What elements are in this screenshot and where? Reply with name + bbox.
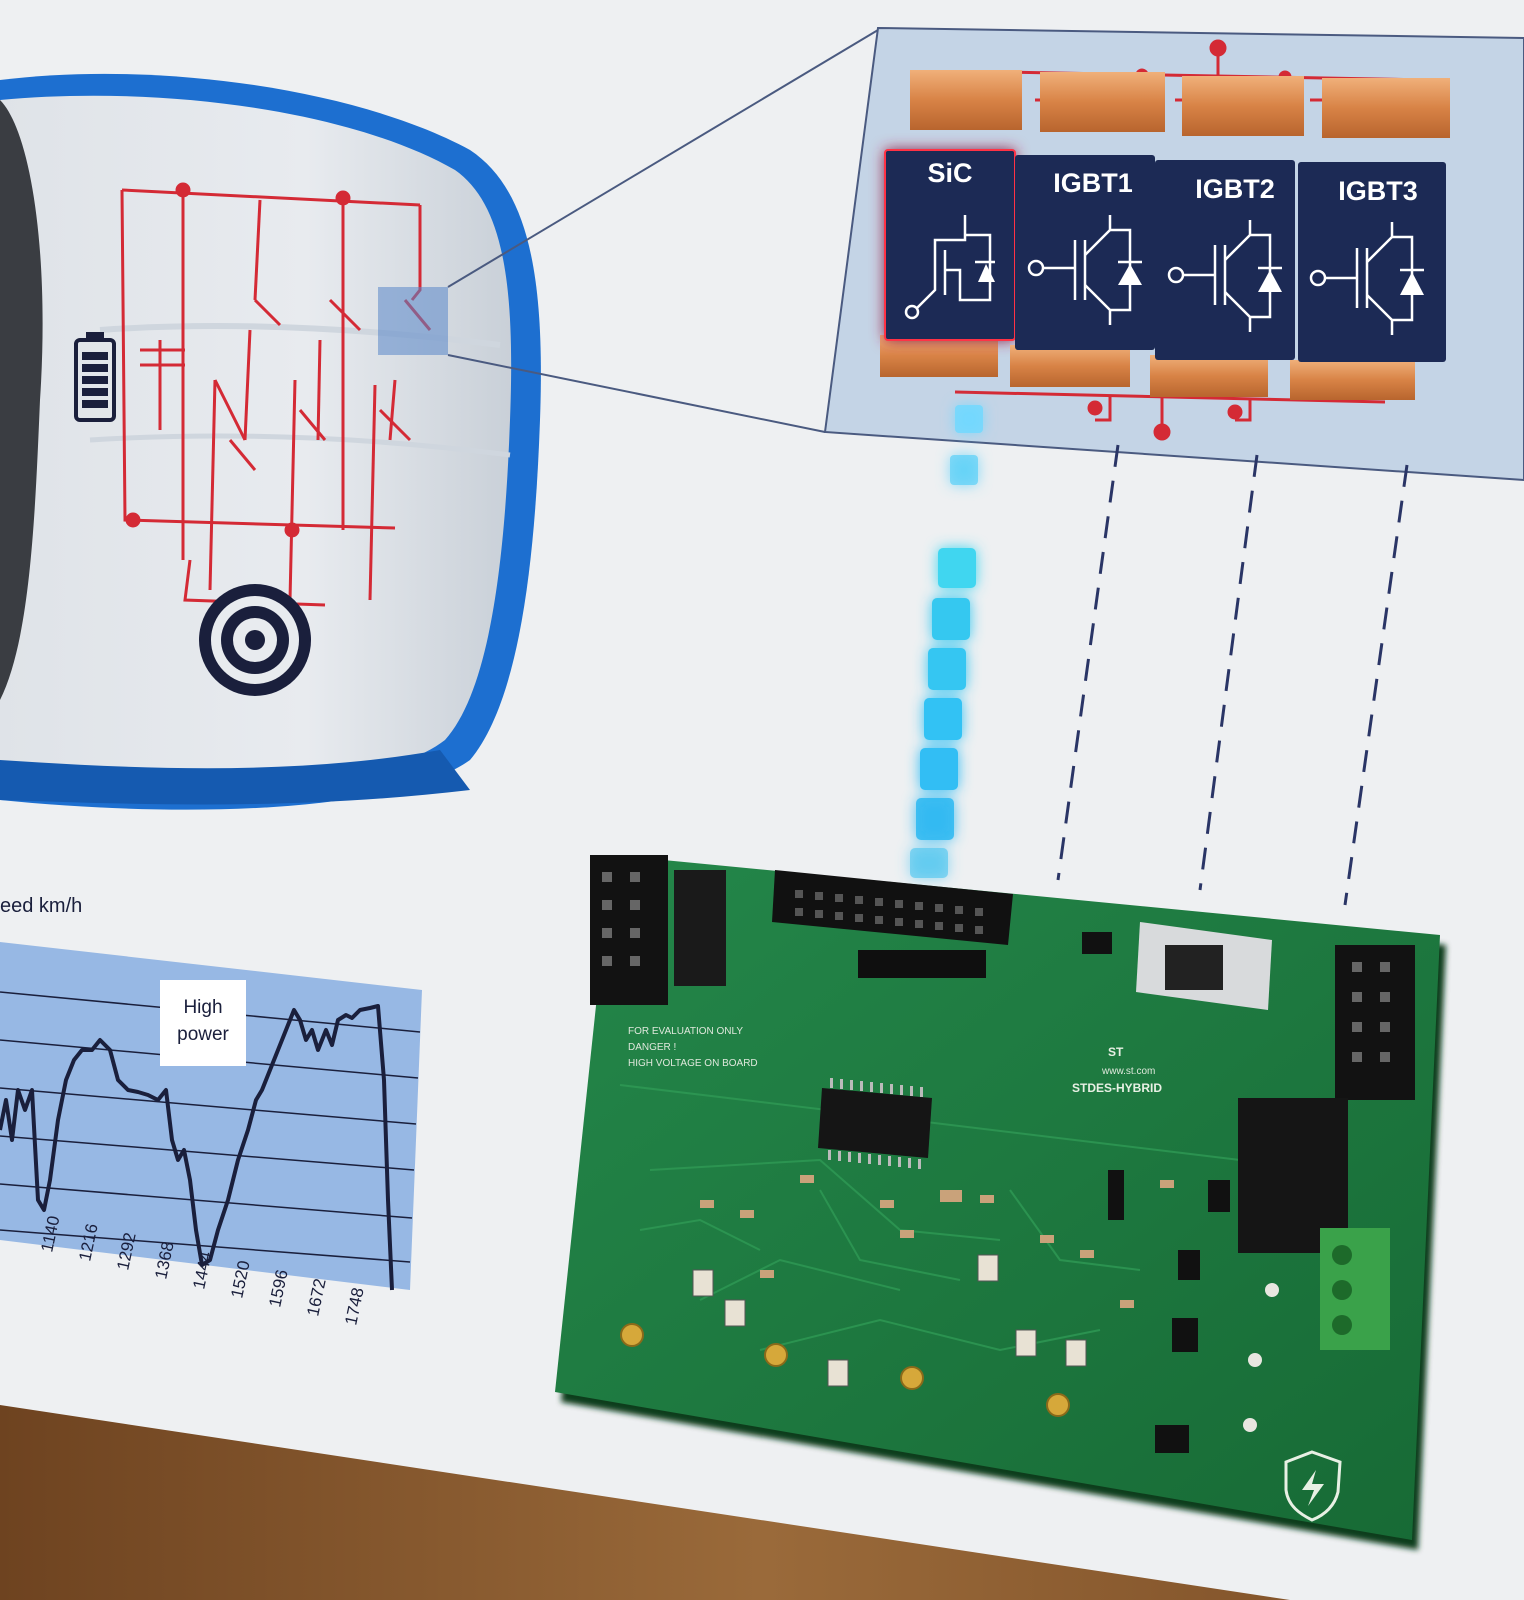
board-url: www.st.com	[1101, 1066, 1155, 1077]
chip-sic: SiC	[880, 70, 1022, 377]
battery-icon	[74, 332, 116, 422]
chart-gridlines	[0, 991, 421, 1263]
chip-igbt2: IGBT2	[1150, 76, 1304, 397]
board-model: STDES-HYBRID	[1072, 1081, 1162, 1095]
inverter-circuit	[120, 182, 432, 607]
gate-driver-ic	[818, 1088, 932, 1158]
led-strip	[910, 405, 983, 878]
header-connector	[590, 855, 668, 1005]
safety-shield-icon	[1284, 1450, 1342, 1522]
notice-line2: DANGER !	[628, 1042, 676, 1053]
high-power-badge	[160, 980, 246, 1066]
badge-line2: power	[177, 1024, 229, 1045]
chip-label-igbt1: IGBT1	[1053, 168, 1133, 198]
chip-igbt1: IGBT1	[1010, 72, 1165, 387]
chip-label-igbt3: IGBT3	[1338, 176, 1418, 206]
header-connector	[1335, 945, 1415, 1100]
zoom-line-bottom	[447, 354, 826, 433]
isolated-module	[1238, 1098, 1348, 1253]
test-points	[620, 1323, 1070, 1417]
speed-trace	[0, 1004, 394, 1291]
st-logo: ST	[1108, 1045, 1124, 1059]
motor-icon	[199, 584, 311, 696]
car-illustration	[0, 73, 541, 810]
header-connector	[674, 870, 726, 986]
chart-plot-area	[0, 942, 422, 1290]
badge-line1: High	[183, 997, 222, 1018]
notice-line3: HIGH VOLTAGE ON BOARD	[628, 1058, 758, 1069]
evaluation-board: FOR EVALUATION ONLY DANGER ! HIGH VOLTAG…	[555, 855, 1446, 1550]
chart-title: eed km/h	[0, 895, 82, 917]
zoom-line-top	[447, 29, 879, 288]
chip-label-igbt2: IGBT2	[1195, 174, 1275, 204]
ribbon-connector	[772, 870, 1013, 945]
highlight-square	[378, 287, 448, 355]
notice-line1: FOR EVALUATION ONLY	[628, 1026, 743, 1037]
signal-lines	[1056, 444, 1409, 906]
chip-label-sic: SiC	[927, 158, 972, 188]
chip-igbt3: IGBT3	[1290, 78, 1450, 400]
terminal-block	[1320, 1228, 1390, 1350]
